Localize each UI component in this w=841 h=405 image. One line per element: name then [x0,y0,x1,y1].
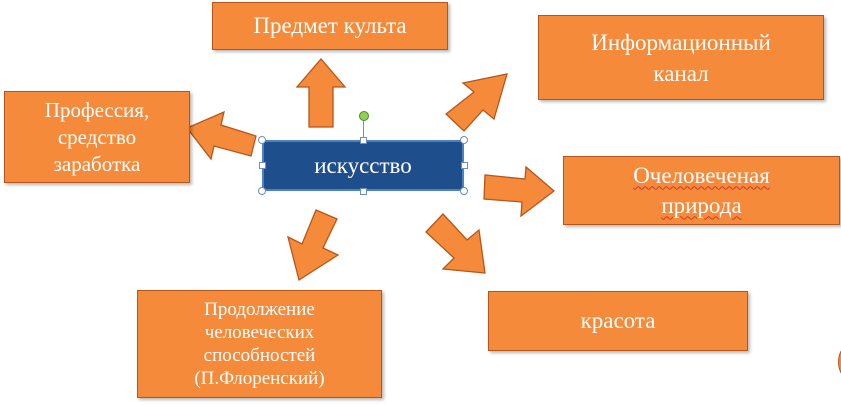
resize-handle-bottom[interactable] [360,188,367,195]
node-cult-label: Предмет культа [253,13,407,38]
node-info[interactable]: Информационный канал [538,15,824,100]
node-nature-label: Очеловеченая природа [633,162,770,218]
arrow-up-icon [295,58,347,128]
center-node[interactable]: искусство [262,140,464,191]
rotation-line [363,120,364,140]
arrow-left-icon [185,110,257,161]
node-beauty[interactable]: красота [488,291,748,351]
resize-handle-bottom-left[interactable] [258,187,266,195]
node-cult[interactable]: Предмет культа [212,2,448,50]
arrow-down-right-icon [425,213,486,274]
resize-handle-top-right[interactable] [460,136,468,144]
resize-handle-bottom-right[interactable] [460,187,468,195]
arrow-up-right-icon [445,73,508,132]
node-profession-label: Профессия, средство заработка [44,97,150,176]
resize-handle-right[interactable] [461,162,468,169]
arrow-right-icon [483,165,556,218]
node-abilities-label: Продолжение человеческих способностей (П… [194,299,325,389]
node-beauty-label: красота [580,308,656,333]
rotate-handle[interactable] [359,111,369,121]
node-nature[interactable]: Очеловеченая природа [563,156,840,225]
arrow-down-left-icon [287,209,340,282]
center-node-label: искусство [314,152,412,178]
node-info-label: Информационный канал [591,29,771,86]
resize-handle-top[interactable] [360,137,367,144]
node-abilities[interactable]: Продолжение человеческих способностей (П… [137,290,382,398]
resize-handle-left[interactable] [259,162,266,169]
node-profession[interactable]: Профессия, средство заработка [4,91,190,183]
resize-handle-top-left[interactable] [258,136,266,144]
